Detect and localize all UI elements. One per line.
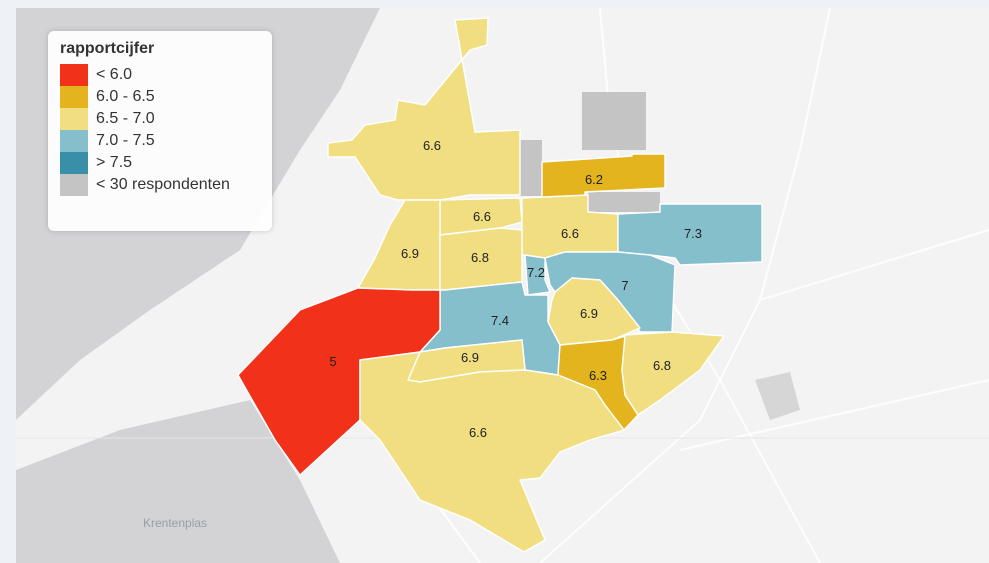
legend-swatch — [60, 86, 88, 108]
water-area-south — [16, 400, 340, 563]
legend-swatch — [60, 152, 88, 174]
legend-swatch — [60, 108, 88, 130]
place-name-label: Krentenplas — [143, 516, 207, 530]
district-value-label: 6.8 — [653, 358, 671, 373]
district-value-label: 7.3 — [684, 226, 702, 241]
legend-item: 7.0 - 7.5 — [60, 130, 260, 152]
legend-label: 6.0 - 6.5 — [96, 88, 155, 105]
legend-label: < 6.0 — [96, 66, 133, 83]
district-value-label: 6.9 — [401, 246, 419, 261]
gray-block — [518, 140, 542, 196]
district-value-label: 6.9 — [580, 306, 598, 321]
district-value-label: 6.3 — [589, 368, 607, 383]
legend-swatch — [60, 64, 88, 86]
legend: rapportcijfer < 6.0 6.0 - 6.5 6.5 - 7.0 7.0… — [48, 31, 272, 231]
district-value-label: 6.6 — [423, 138, 441, 153]
district-value-label: 7.2 — [527, 265, 545, 280]
district-area[interactable] — [237, 287, 441, 476]
gray-block — [582, 92, 646, 150]
district-value-label: 7.4 — [491, 313, 509, 328]
gray-block — [755, 372, 800, 420]
legend-item: < 6.0 — [60, 64, 260, 86]
district-value-label: 6.6 — [473, 209, 491, 224]
legend-item: 6.5 - 7.0 — [60, 108, 260, 130]
gray-block — [588, 192, 660, 212]
district-area[interactable] — [327, 17, 521, 201]
district-value-label: 5 — [329, 354, 336, 369]
legend-item: < 30 respondenten — [60, 174, 260, 196]
legend-label: 7.0 - 7.5 — [96, 132, 155, 149]
district-area[interactable] — [621, 331, 725, 416]
legend-label: > 7.5 — [96, 154, 133, 171]
legend-title: rapportcijfer — [60, 40, 155, 57]
district-value-label: 6.9 — [461, 350, 479, 365]
district-area[interactable] — [547, 277, 641, 346]
legend-item: 6.0 - 6.5 — [60, 86, 260, 108]
legend-item: > 7.5 — [60, 152, 260, 174]
district-value-label: 6.8 — [471, 250, 489, 265]
district-value-label: 6.6 — [561, 226, 579, 241]
district-value-label: 6.6 — [469, 425, 487, 440]
legend-swatch — [60, 174, 88, 196]
legend-label: 6.5 - 7.0 — [96, 110, 155, 127]
district-value-label: 7 — [621, 278, 628, 293]
district-value-label: 6.2 — [585, 172, 603, 187]
district-area[interactable] — [524, 254, 551, 296]
legend-label: < 30 respondenten — [96, 176, 230, 193]
legend-swatch — [60, 130, 88, 152]
district-area[interactable] — [359, 351, 625, 553]
